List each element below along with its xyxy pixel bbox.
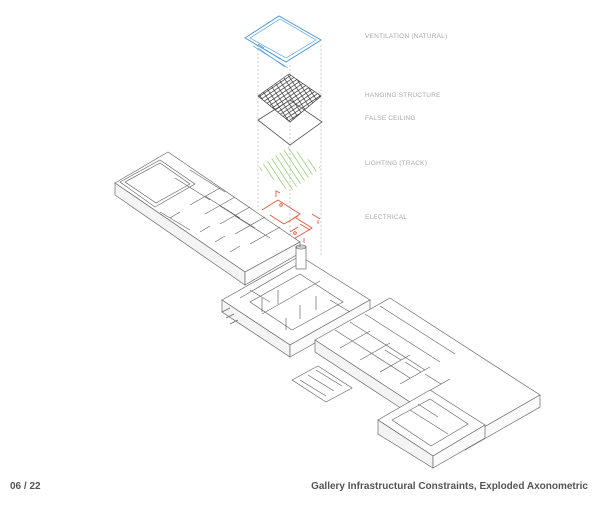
page-number: 06 / 22 [10, 481, 41, 492]
label-electrical: ELECTRICAL [365, 214, 408, 221]
projection-guides [257, 45, 322, 255]
drawing-title: Gallery Infrastructural Constraints, Exp… [311, 481, 588, 492]
false-ceiling-layer [257, 99, 323, 146]
label-hanging-structure: HANGING STRUCTURE [365, 92, 441, 99]
building-plan [114, 151, 541, 469]
label-ventilation: VENTILATION (NATURAL) [365, 33, 448, 40]
label-false-ceiling: FALSE CEILING [365, 115, 416, 122]
label-lighting: LIGHTING (TRACK) [365, 160, 428, 167]
ventilation-layer [244, 15, 322, 69]
